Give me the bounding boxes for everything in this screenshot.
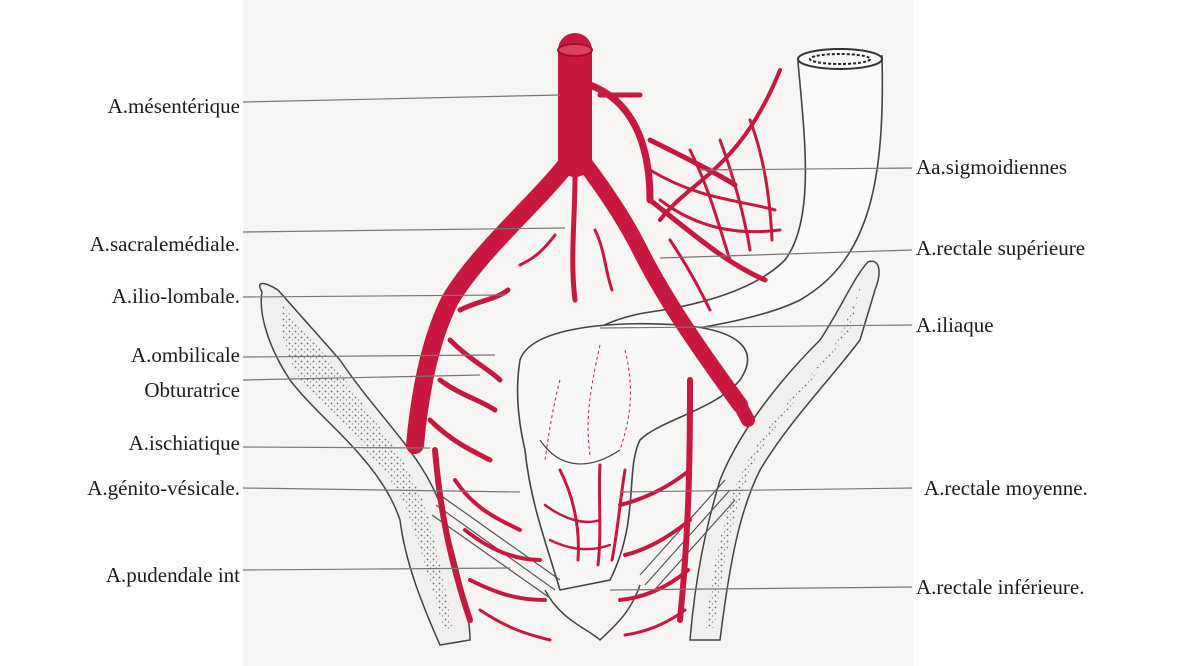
label-umbilical-artery: A.ombilicale	[131, 343, 240, 367]
label-obturator-artery: Obturatrice	[144, 378, 240, 402]
label-sciatic-artery: A.ischiatique	[129, 431, 240, 455]
label-inferior-rectal-artery: A.rectale inférieure.	[916, 575, 1084, 599]
label-median-sacral-artery: A.sacralemédiale.	[90, 232, 240, 256]
label-genito-vesical-artery: A.génito-vésicale.	[87, 476, 240, 500]
label-internal-pudendal-artery: A.pudendale int	[106, 563, 240, 587]
label-mesenteric-artery: A.mésentérique	[108, 94, 240, 118]
label-iliac-artery: A.iliaque	[916, 313, 994, 337]
label-middle-rectal-artery: A.rectale moyenne.	[924, 476, 1088, 500]
label-superior-rectal-artery: A.rectale supérieure	[916, 236, 1085, 260]
label-sigmoid-arteries: Aa.sigmoidiennes	[916, 155, 1067, 179]
label-iliolumbar-artery: A.ilio-lombale.	[112, 284, 240, 308]
